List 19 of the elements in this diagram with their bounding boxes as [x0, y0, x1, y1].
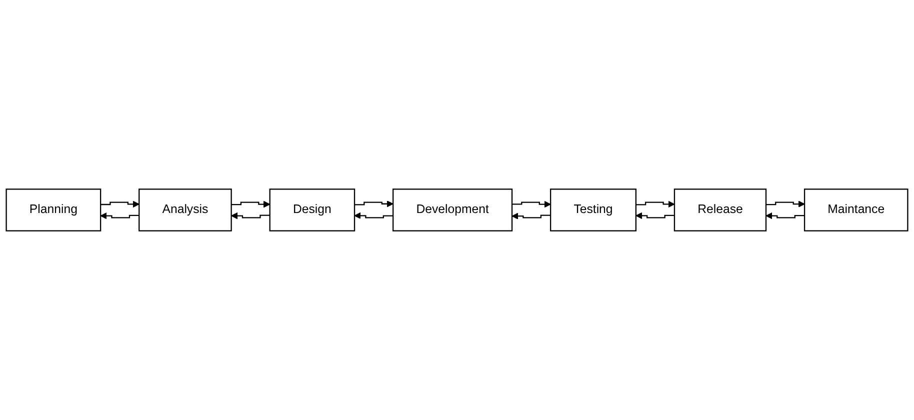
arrow: [766, 200, 805, 208]
arrow: [636, 200, 675, 208]
arrow: [230, 212, 270, 220]
node-box: Release: [674, 188, 767, 232]
node-box: Design: [269, 188, 356, 232]
arrow: [231, 200, 270, 208]
arrow: [100, 212, 140, 220]
arrow: [512, 212, 551, 220]
node-box: Planning: [6, 188, 102, 232]
arrow: [354, 212, 394, 220]
arrow: [766, 212, 805, 220]
arrow: [354, 200, 394, 208]
node-box: Analysis: [138, 188, 232, 232]
arrow: [100, 200, 140, 208]
node-box: Development: [392, 188, 513, 232]
node-box: Testing: [550, 188, 636, 232]
node-box: Maintance: [804, 188, 908, 232]
arrow: [512, 200, 551, 208]
arrow: [636, 212, 674, 220]
